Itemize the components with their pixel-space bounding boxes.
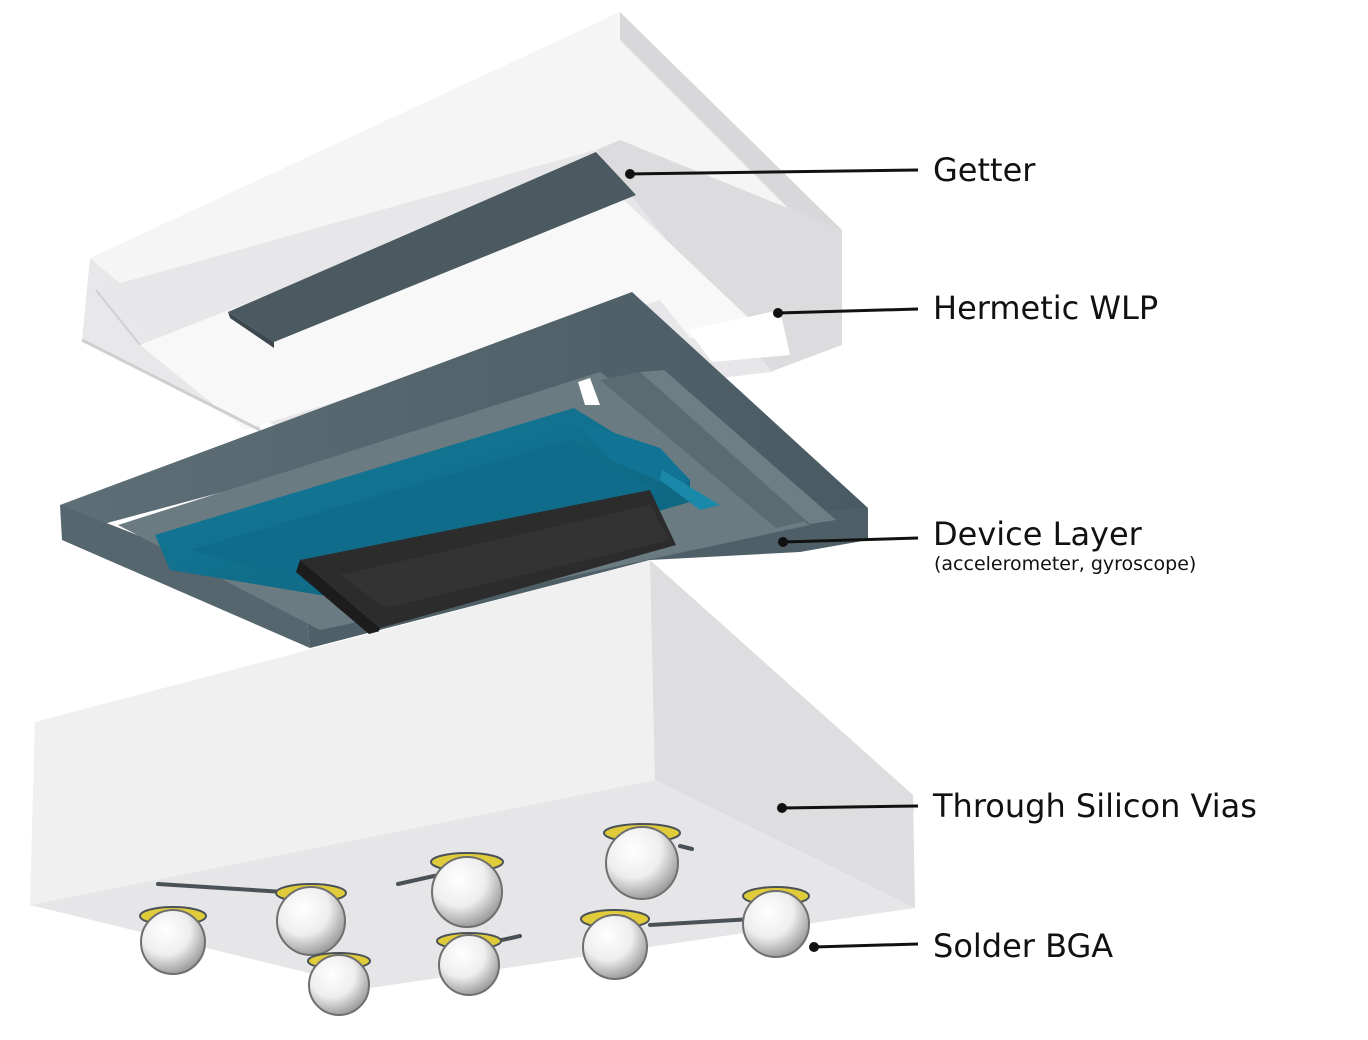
leader-hermetic-wlp <box>773 307 919 318</box>
label-device-layer-sub: (accelerometer, gyroscope) <box>934 553 1197 575</box>
label-getter: Getter <box>933 151 1036 189</box>
solder-ball <box>603 823 681 900</box>
substrate-side-face <box>650 560 915 908</box>
getter-strip <box>228 152 636 342</box>
solder-ball <box>275 883 347 956</box>
leader-getter <box>625 168 919 179</box>
solder-ball <box>436 932 502 996</box>
leader-solder-bga <box>809 942 919 952</box>
leader-through-silicon-vias <box>777 803 919 813</box>
leader-lines <box>625 168 919 952</box>
label-device-layer: Device Layer <box>933 515 1142 553</box>
cap-top-face <box>90 12 842 290</box>
label-solder-bga: Solder BGA <box>933 927 1114 965</box>
label-through-silicon-vias: Through Silicon Vias <box>933 787 1257 825</box>
device-layer <box>60 292 868 648</box>
solder-ball <box>307 952 371 1016</box>
solder-ball <box>430 852 504 928</box>
label-hermetic-wlp: Hermetic WLP <box>933 289 1159 327</box>
solder-bga <box>139 823 810 1016</box>
solder-ball <box>139 906 207 975</box>
solder-ball <box>580 909 650 980</box>
solder-ball <box>742 886 810 958</box>
substrate-front-face <box>30 560 655 905</box>
leader-device-layer <box>778 536 919 547</box>
